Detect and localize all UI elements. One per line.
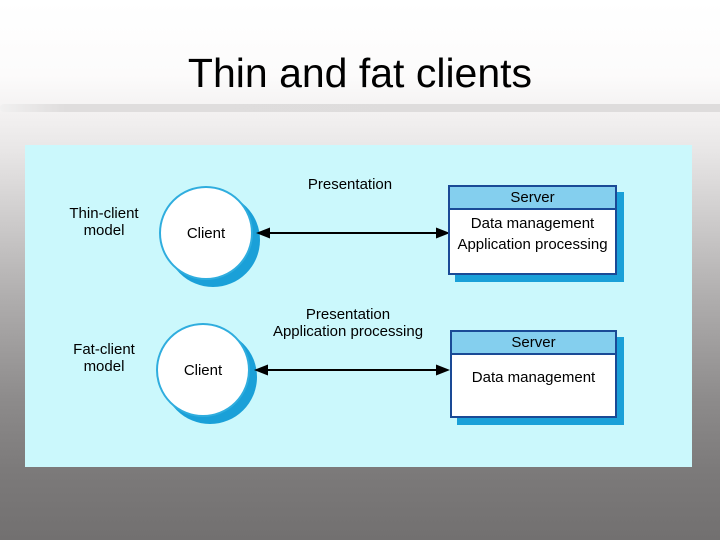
diagram-panel: Thin-client model Client Presentation Se… xyxy=(25,145,692,467)
fat-client-circle-label: Client xyxy=(183,361,223,379)
thin-client-model-label-line1: Thin-client xyxy=(69,205,139,222)
thin-server-box: Server Data management Application proce… xyxy=(448,185,617,275)
fat-server-item-1: Data management xyxy=(471,369,596,386)
thin-server-header: Server xyxy=(450,187,615,210)
thin-server-item-1: Data management xyxy=(470,215,595,232)
title-divider xyxy=(0,104,720,112)
fat-client-model-label-line1: Fat-client xyxy=(73,341,135,358)
fat-server-box: Server Data management xyxy=(450,330,617,418)
slide-title: Thin and fat clients xyxy=(187,50,533,96)
thin-client-model-label: Thin-client model xyxy=(49,205,159,239)
thin-client-circle-label: Client xyxy=(186,224,226,242)
fat-double-headed-arrow-icon xyxy=(254,364,450,376)
fat-client-model-label-line2: model xyxy=(83,358,125,375)
thin-double-headed-arrow-icon xyxy=(256,227,450,239)
fat-link-label: Presentation Application processing xyxy=(258,306,438,340)
thin-server-item-2: Application processing xyxy=(457,236,608,253)
fat-server-header: Server xyxy=(452,332,615,355)
thin-link-label-line1: Presentation xyxy=(307,176,393,193)
thin-client-circle: Client xyxy=(159,186,253,280)
fat-link-label-line1: Presentation xyxy=(305,306,391,323)
fat-server-body: Data management xyxy=(452,355,615,388)
thin-server-body: Data management Application processing xyxy=(450,210,615,255)
thin-client-model-label-line2: model xyxy=(83,222,125,239)
fat-client-model-label: Fat-client model xyxy=(49,341,159,375)
fat-link-label-line2: Application processing xyxy=(272,323,424,340)
fat-client-circle: Client xyxy=(156,323,250,417)
thin-link-label: Presentation xyxy=(275,176,425,193)
